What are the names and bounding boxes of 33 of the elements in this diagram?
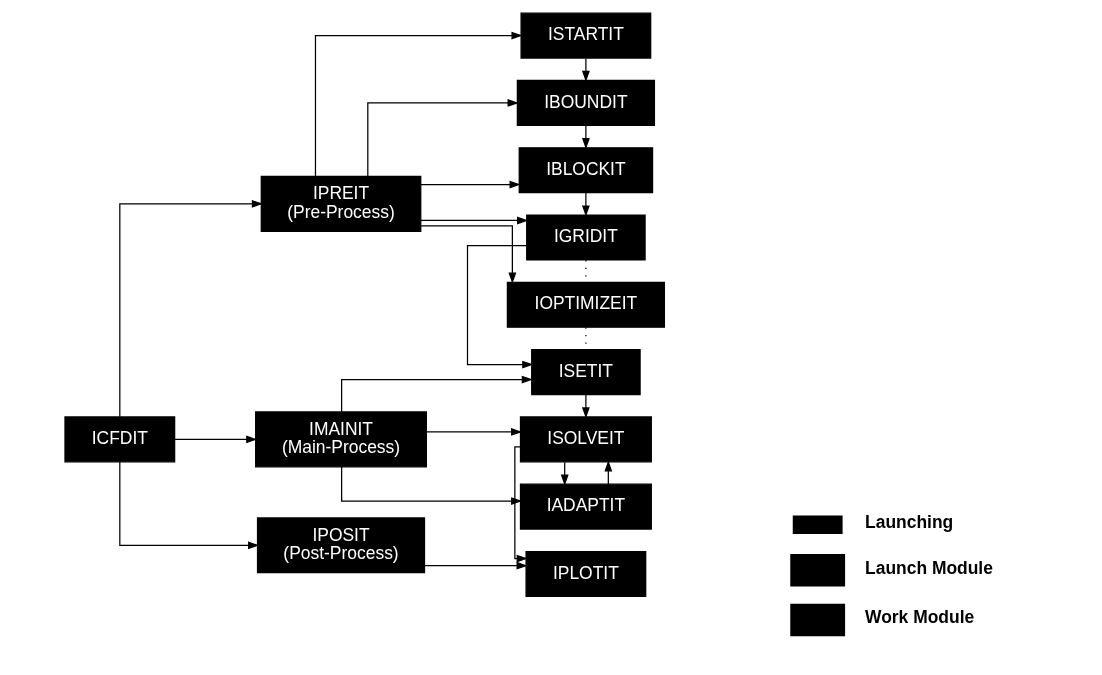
node-box: IMAINIT (Main-Process) — [255, 411, 427, 468]
arrow — [581, 394, 590, 419]
legend-label: Launch Module — [865, 557, 993, 578]
legend-label: Launching — [865, 512, 954, 533]
node-box: ICFDIT — [64, 416, 176, 463]
node-box: IBLOCKIT — [518, 147, 654, 194]
node-box: ISTARTIT — [520, 12, 652, 59]
arrow — [119, 199, 264, 418]
arrow — [466, 244, 534, 369]
arrow — [581, 57, 590, 83]
node-box: IPREIT (Pre-Process) — [260, 175, 422, 232]
arrow — [426, 427, 523, 436]
arrow — [367, 98, 519, 177]
node-box: IBOUNDIT — [516, 79, 656, 126]
node-box: IPLOTIT — [525, 550, 647, 598]
node-box: IGRIDIT — [526, 214, 646, 261]
arrow — [423, 561, 528, 570]
node-box: ISETIT — [531, 349, 641, 396]
node-box: IADAPTIT — [519, 483, 652, 530]
arrow — [420, 225, 517, 284]
legend-label: Work Module — [865, 607, 975, 628]
arrow — [119, 461, 260, 550]
arrow — [420, 216, 529, 225]
arrow — [314, 31, 523, 177]
arrow — [341, 375, 533, 413]
arrow — [174, 435, 258, 444]
arrow — [581, 125, 590, 150]
arrow — [514, 446, 528, 563]
node-box: IPOSIT (Post-Process) — [256, 517, 426, 574]
arrow — [581, 192, 590, 217]
node-box: ISOLVEIT — [519, 416, 652, 463]
arrow — [420, 180, 521, 189]
node-box: IOPTIMIZEIT — [506, 281, 666, 328]
